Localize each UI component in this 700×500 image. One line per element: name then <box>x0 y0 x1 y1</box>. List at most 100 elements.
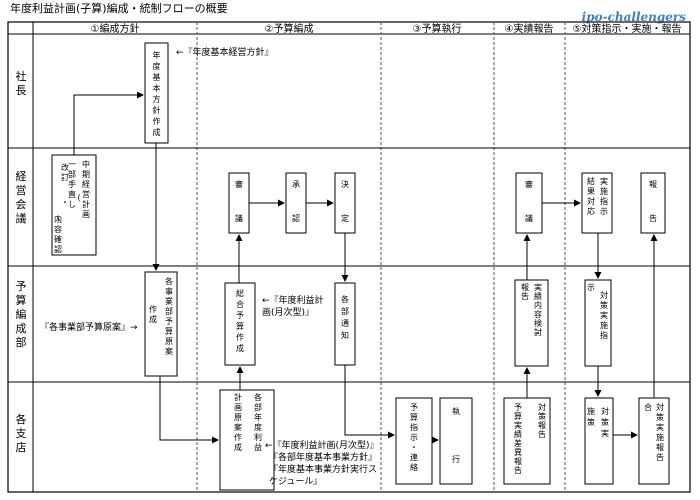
box-char: 議 <box>235 213 243 223</box>
box-text-column: 各部通知 <box>341 294 349 340</box>
note-monthly-2: 画(月次型)』 <box>262 306 314 318</box>
text-report: 報告 <box>649 180 657 223</box>
box-char: 基 <box>153 72 161 82</box>
box-char: 議 <box>525 213 533 223</box>
col-header-3: ③予算執行 <box>413 22 462 35</box>
row-headers: 社長 経営会議 予算編成部 各支店 <box>16 69 27 454</box>
box-char: 定 <box>341 213 349 223</box>
box-exec-inst <box>395 397 433 485</box>
column-dividers <box>196 22 566 492</box>
text-execute: 執行 <box>452 406 460 464</box>
box-text-column: 対策報告 <box>538 402 546 439</box>
box-text-column: 実績内容検討 <box>534 282 542 337</box>
box-review-b <box>515 172 543 234</box>
arrow-notice-to-exec <box>344 365 395 439</box>
note-branch-4: ケジュール』 <box>269 476 322 487</box>
box-text-column: 報告 <box>521 283 529 301</box>
col-header-2: ②予算編成 <box>265 22 314 35</box>
watermark: ipo-challengers <box>581 10 686 24</box>
box-measure-exec <box>584 397 614 485</box>
box-midterm-plan <box>51 154 97 256</box>
box-instruct <box>581 172 613 234</box>
col-header-1: ①編成方針 <box>91 22 140 35</box>
connectors <box>73 91 658 444</box>
row-header-budget: 予算編成部 <box>16 280 27 349</box>
box-char: 報 <box>649 180 657 189</box>
box-char: 成 <box>153 127 161 137</box>
box-text-column: 施策 <box>587 406 595 427</box>
text-notice: 各部通知 <box>341 294 349 340</box>
box-text-column: 中期経営計画 <box>82 159 90 219</box>
box-text-column: ・ <box>61 198 69 207</box>
row-header-branches: 各支店 <box>16 412 27 454</box>
column-headers: ①編成方針 ②予算編成 ③予算執行 ④実績報告 ⑤対策指示・実施・報告 <box>91 22 682 35</box>
note-branch-2: 『各部年度基本事業方針』 <box>269 451 377 463</box>
box-char: 告 <box>649 213 657 223</box>
box-char: 行 <box>452 454 460 464</box>
box-text-column: 予算指示・連絡 <box>410 403 418 472</box>
box-char: 執 <box>452 406 460 416</box>
note-branch-1: ←『年度利益計画(月次型)』 <box>265 439 379 451</box>
box-measure-inst <box>584 279 612 367</box>
box-dept-plan <box>144 271 178 377</box>
box-text-column: 示 <box>587 283 595 292</box>
box-char: 認 <box>292 213 300 223</box>
box-text-column: 内容確認 <box>54 214 62 254</box>
box-text-column: 合 <box>644 402 652 412</box>
text-review-a: 審議 <box>235 179 243 223</box>
text-approve: 承認 <box>292 180 300 223</box>
notes: ←『年度基本経営方針』 『各事業部予算原案』→ ←『年度利益計 画(月次型)』 … <box>40 46 379 487</box>
box-text-column: 一部手直し <box>68 160 76 209</box>
note-branch-3: 『年度基本事業方針実行ス <box>269 463 377 475</box>
box-char: 度 <box>153 61 161 71</box>
box-char: 本 <box>153 83 161 93</box>
col-header-5: ⑤対策指示・実施・報告 <box>573 22 682 35</box>
box-branch-plan <box>219 389 275 491</box>
box-text-column: 改訂 <box>61 162 69 182</box>
box-text-column: 計画原案作成 <box>234 392 242 452</box>
box-text-column: ( <box>77 193 80 202</box>
box-text-column: 総合予算作成 <box>236 288 244 353</box>
box-char: 決 <box>341 179 349 189</box>
text-actual-report: 予算実績差異報告 対策報告 <box>514 402 546 475</box>
text-exec-inst: 予算指示・連絡 <box>410 403 418 472</box>
box-char: 審 <box>525 179 533 189</box>
box-actual-report <box>503 397 551 485</box>
note-dept-draft: 『各事業部予算原案』→ <box>40 321 138 333</box>
row-dividers <box>8 147 690 383</box>
arrow-dept-to-branch <box>159 376 219 444</box>
box-text-column: 作成 <box>149 304 157 324</box>
row-header-exec: 経営会議 <box>16 170 27 225</box>
box-execute <box>439 397 473 485</box>
text-decide: 決定 <box>341 179 349 223</box>
process-boxes <box>51 42 670 491</box>
box-text-column: 対策実施指 <box>600 290 608 340</box>
box-text-column: 結果対応 <box>587 176 595 216</box>
text-consolidated: 総合予算作成 <box>236 288 244 353</box>
box-text-column: 対策実施報告 <box>656 402 664 462</box>
table-frame <box>7 21 691 493</box>
row-header-ceo: 社長 <box>16 69 27 97</box>
page-title: 年度利益計画(子算)編成・統制フローの概要 <box>10 2 228 15</box>
box-text-column: 予算実績差異報告 <box>514 403 522 475</box>
box-char: 審 <box>235 179 243 189</box>
box-text-column: 各事業部予算原案 <box>165 276 173 356</box>
arrow-midterm-to-policy <box>73 91 144 155</box>
box-consolidated <box>224 282 256 366</box>
box-char: 作 <box>153 116 161 126</box>
box-text-column: ・ <box>534 329 542 338</box>
box-text-column: 対策実 <box>601 406 609 438</box>
box-content-review <box>514 279 549 367</box>
box-text-column: 実施指示 <box>600 176 608 216</box>
